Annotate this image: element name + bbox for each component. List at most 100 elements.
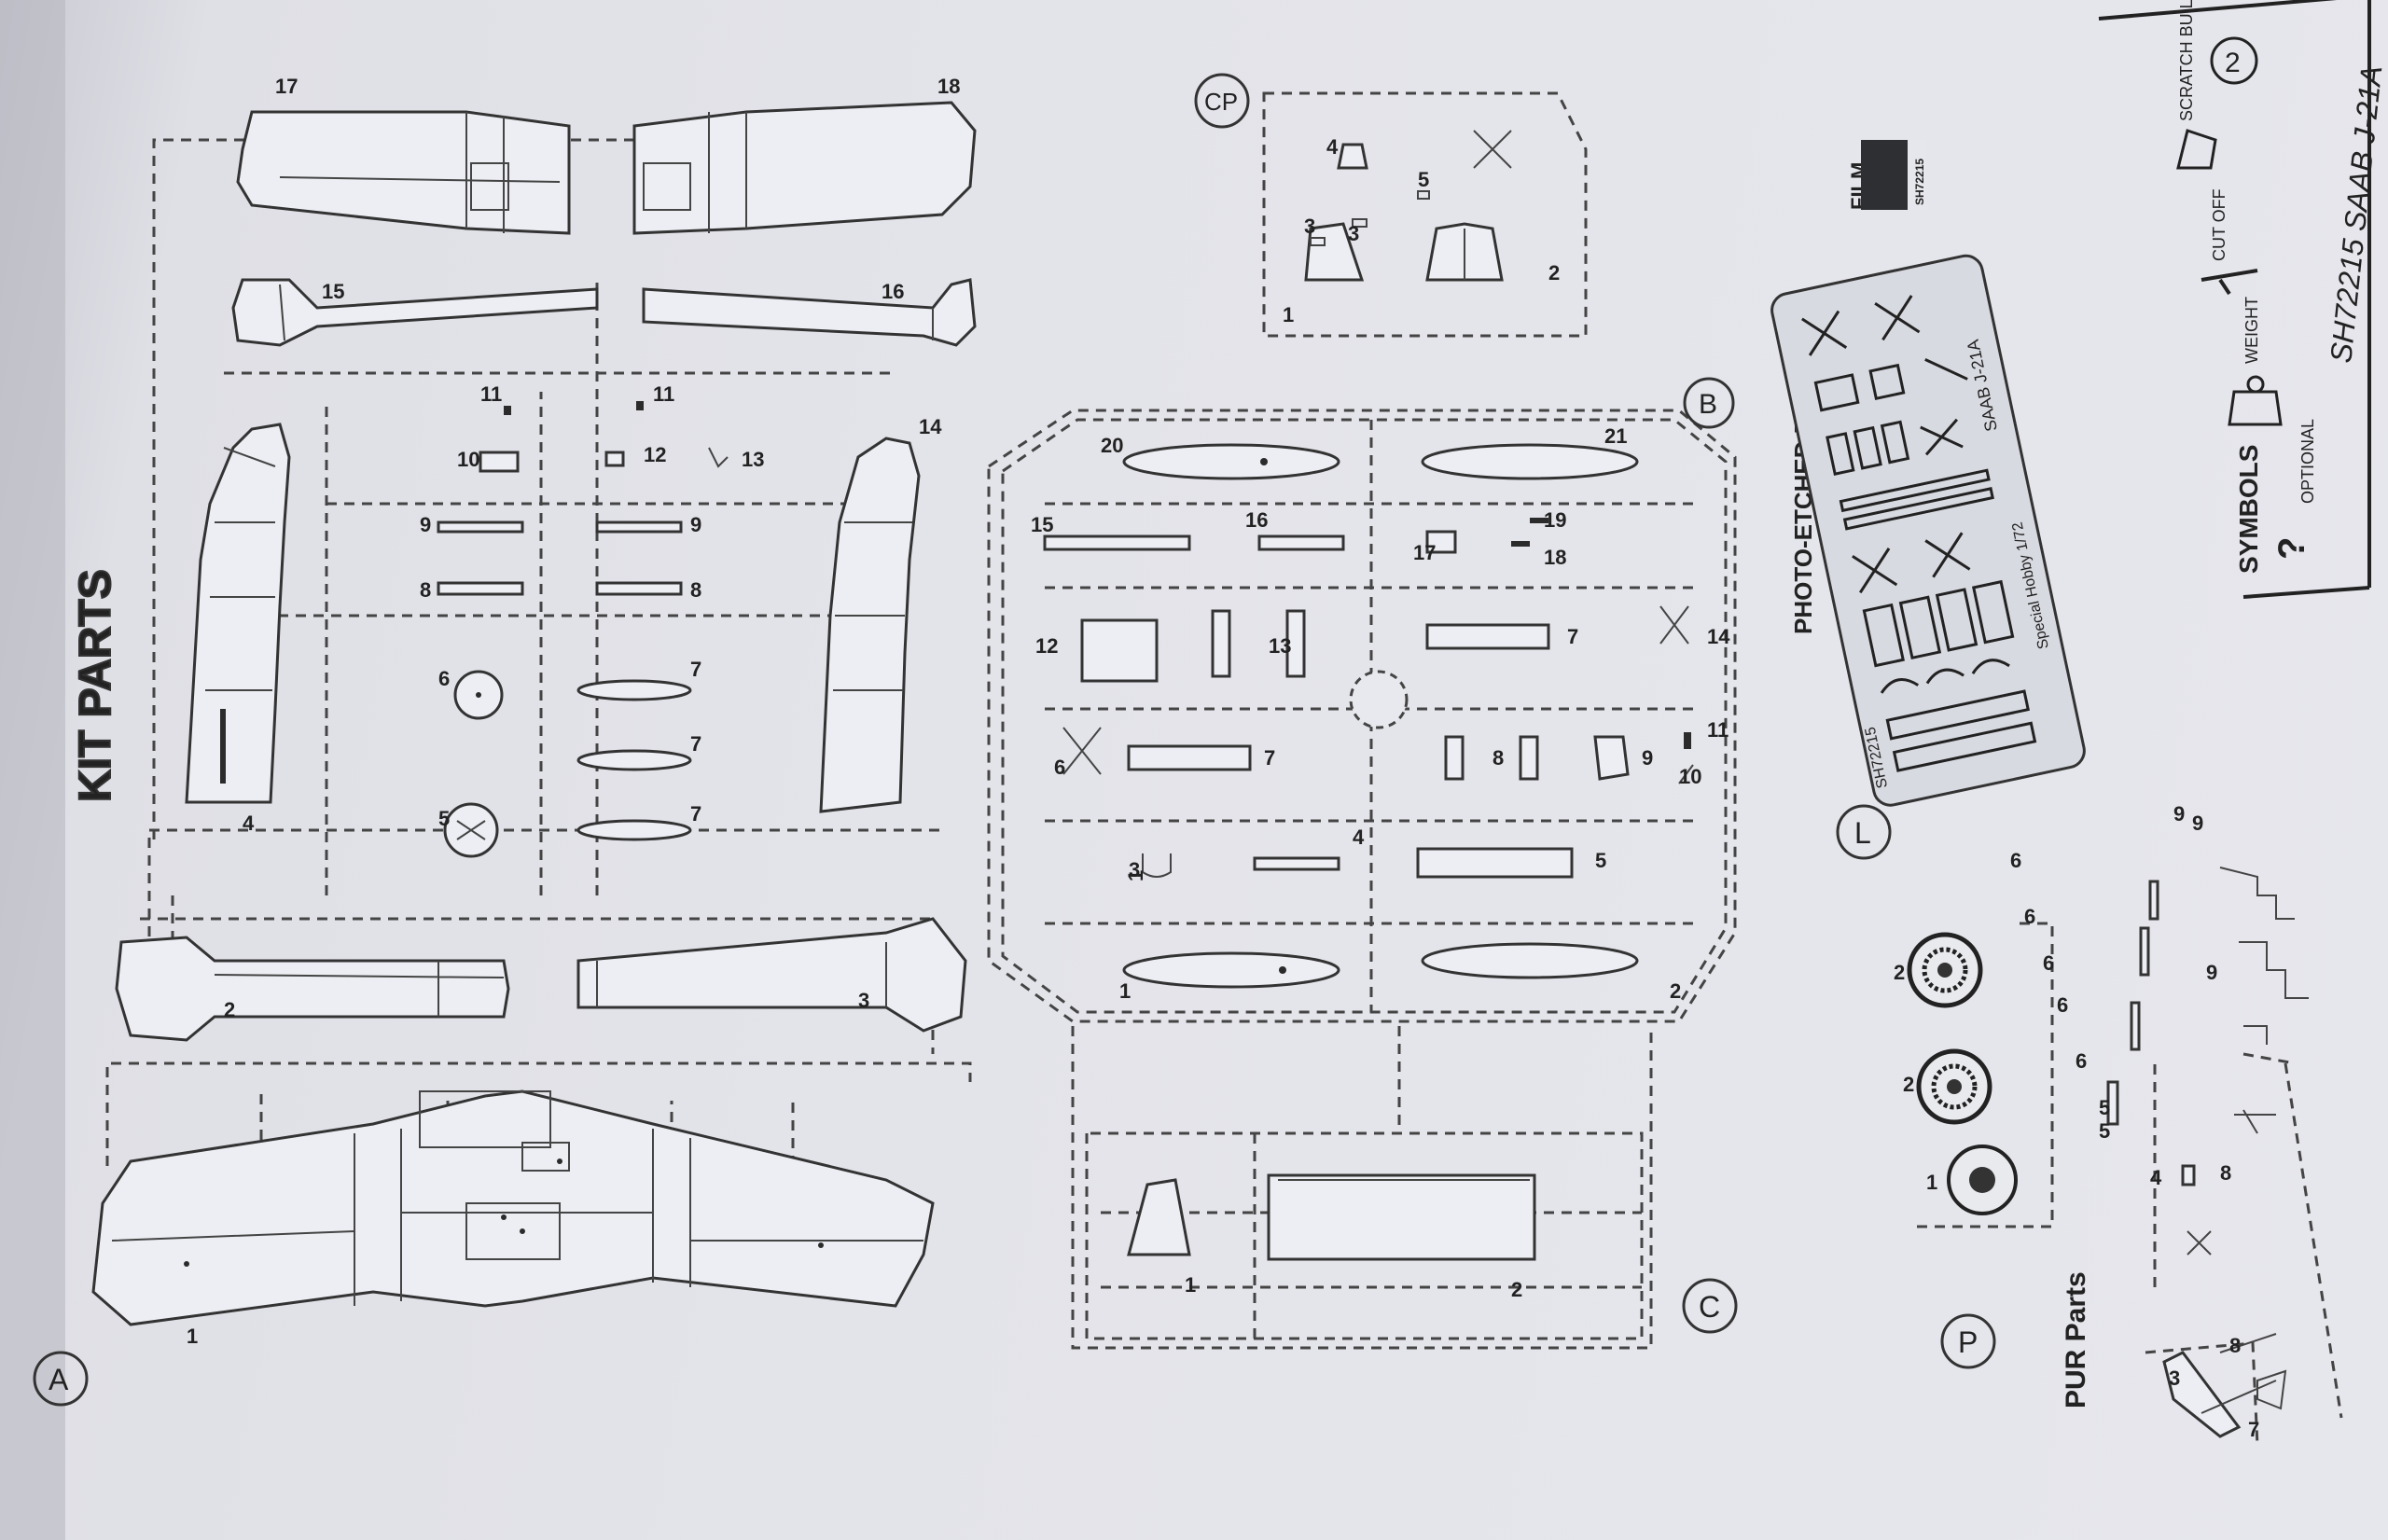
- pur-part-5: [2181, 1164, 2196, 1186]
- svg-text:4: 4: [243, 812, 255, 835]
- part-b8-panel-2: [1519, 735, 1539, 781]
- part-cp-cross: [1473, 130, 1512, 169]
- part-cp4-lens: [1337, 143, 1368, 170]
- svg-text:7: 7: [690, 732, 701, 756]
- svg-text:CP: CP: [1204, 88, 1238, 116]
- part-a5-disc: [443, 802, 499, 858]
- part-b8-panel: [1444, 735, 1465, 781]
- pur-wheels: [1907, 922, 2054, 1228]
- svg-text:2: 2: [1903, 1073, 1914, 1096]
- svg-text:8: 8: [690, 578, 701, 602]
- svg-text:16: 16: [882, 280, 904, 303]
- svg-text:8: 8: [2229, 1334, 2241, 1357]
- part-b5-tube: [1416, 847, 1574, 879]
- part-a3-tail-boom: [576, 917, 967, 1033]
- part-b3-hook: [1142, 853, 1172, 878]
- pur-part-6d: [2148, 880, 2159, 921]
- sprue-b-number-labels: 1 1 2 3 4 5 6 7 7 8 9 10 11 12 13 14 15 …: [1031, 424, 1730, 1003]
- svg-text:1: 1: [1119, 979, 1131, 1003]
- svg-text:OPTIONAL: OPTIONAL: [2298, 419, 2317, 504]
- svg-text:16: 16: [1245, 508, 1268, 532]
- sheet-footer: SH72215 SAAB J-21A 2: [2210, 36, 2388, 365]
- svg-text:13: 13: [1269, 634, 1291, 658]
- svg-text:3: 3: [1129, 858, 1140, 881]
- svg-text:2: 2: [2225, 48, 2241, 78]
- sprue-cp-badge: CP: [1194, 73, 1250, 129]
- svg-text:11: 11: [480, 382, 502, 406]
- pur-part-6b: [2130, 1001, 2141, 1051]
- svg-text:20: 20: [1101, 434, 1123, 457]
- part-b16-strut: [1257, 534, 1345, 551]
- svg-text:A: A: [49, 1363, 69, 1396]
- svg-text:3: 3: [1304, 215, 1315, 238]
- svg-text:P: P: [1958, 1325, 1978, 1359]
- svg-text:9: 9: [2206, 961, 2217, 984]
- svg-text:SH72215: SH72215: [1913, 159, 1926, 205]
- svg-text:1: 1: [1283, 303, 1294, 326]
- part-a17-fin: [236, 110, 571, 235]
- sprue-c-badge: C: [1682, 1278, 1738, 1334]
- svg-text:4: 4: [1326, 135, 1339, 159]
- part-b13-panel-2: [1285, 609, 1306, 678]
- sprue-a-badge: A: [33, 1351, 89, 1407]
- part-b1-blade: [1122, 951, 1340, 989]
- svg-text:6: 6: [2024, 905, 2035, 928]
- svg-text:CUT OFF: CUT OFF: [2210, 188, 2228, 261]
- svg-text:3: 3: [858, 989, 869, 1012]
- kit-code-title: SH72215 SAAB J-21A: [2324, 64, 2388, 365]
- svg-text:13: 13: [742, 448, 764, 471]
- pur-part-6a: [2106, 1080, 2119, 1126]
- svg-text:5: 5: [2099, 1119, 2110, 1143]
- sprue-cp: 1 2 3 3 4 5 CP: [1194, 73, 1588, 338]
- photo-etched-fret: SH72215 SAAB J-21A Special Hobby 1/72: [1770, 254, 2086, 807]
- svg-text:10: 10: [457, 448, 479, 471]
- svg-text:L: L: [1854, 816, 1871, 850]
- sprue-a-number-labels: 1 2 3 4 5 6 7 7 7 8 8 9 9 10 11 11 12 13…: [187, 75, 960, 1348]
- part-b21-blade: [1421, 443, 1639, 480]
- part-a1-wing: [91, 1089, 935, 1326]
- svg-text:12: 12: [644, 443, 666, 466]
- svg-text:8: 8: [2220, 1161, 2231, 1185]
- svg-text:2: 2: [1548, 261, 1560, 284]
- svg-text:7: 7: [690, 802, 701, 825]
- pur-part-6c: [2139, 926, 2150, 977]
- pur-number-labels: 1 2 2 3 4 5 5 6 6 6 6 6 7 8 8 9 9 9: [1894, 802, 2259, 1441]
- pur-part-9c: [2243, 1025, 2268, 1045]
- part-b12-seat: [1080, 618, 1159, 683]
- svg-text:18: 18: [1544, 546, 1566, 569]
- part-a9-forks: [437, 520, 683, 534]
- svg-text:6: 6: [2076, 1049, 2087, 1073]
- svg-text:9: 9: [2173, 802, 2185, 825]
- svg-text:5: 5: [438, 807, 450, 830]
- svg-text:?: ?: [2271, 537, 2312, 560]
- photo-etched-section: PHOTO-ETCHED Parts: [1770, 254, 2086, 860]
- svg-text:7: 7: [690, 658, 701, 681]
- part-a2-tail-boom: [115, 936, 510, 1042]
- svg-text:7: 7: [1264, 746, 1275, 770]
- part-a8-struts: [437, 581, 683, 596]
- svg-text:14: 14: [1707, 625, 1730, 648]
- svg-text:14: 14: [919, 415, 942, 438]
- svg-text:6: 6: [1054, 756, 1065, 779]
- svg-text:5: 5: [1418, 168, 1429, 191]
- svg-text:5: 5: [1595, 849, 1606, 872]
- svg-text:SCRATCH BUILD: SCRATCH BUILD: [2177, 0, 2196, 121]
- svg-text:10: 10: [1679, 765, 1701, 788]
- svg-text:5: 5: [2099, 1096, 2110, 1119]
- part-b6-cross: [1062, 727, 1102, 775]
- pur-part-7: [2256, 1369, 2287, 1410]
- sprue-b-badge: B: [1683, 377, 1735, 429]
- pur-part-4: [2187, 1230, 2212, 1256]
- svg-text:6: 6: [2057, 993, 2068, 1017]
- svg-text:9: 9: [420, 513, 431, 536]
- svg-text:17: 17: [275, 75, 298, 98]
- part-a14-fuselage-half: [819, 437, 921, 813]
- part-b7-block-2: [1127, 744, 1252, 771]
- svg-text:11: 11: [1707, 718, 1729, 742]
- svg-text:8: 8: [420, 578, 431, 602]
- pur-parts-section: PUR Parts P: [1894, 802, 2343, 1447]
- svg-text:1: 1: [1185, 1273, 1196, 1297]
- part-b15-rod: [1043, 534, 1191, 551]
- svg-text:4: 4: [2150, 1166, 2162, 1189]
